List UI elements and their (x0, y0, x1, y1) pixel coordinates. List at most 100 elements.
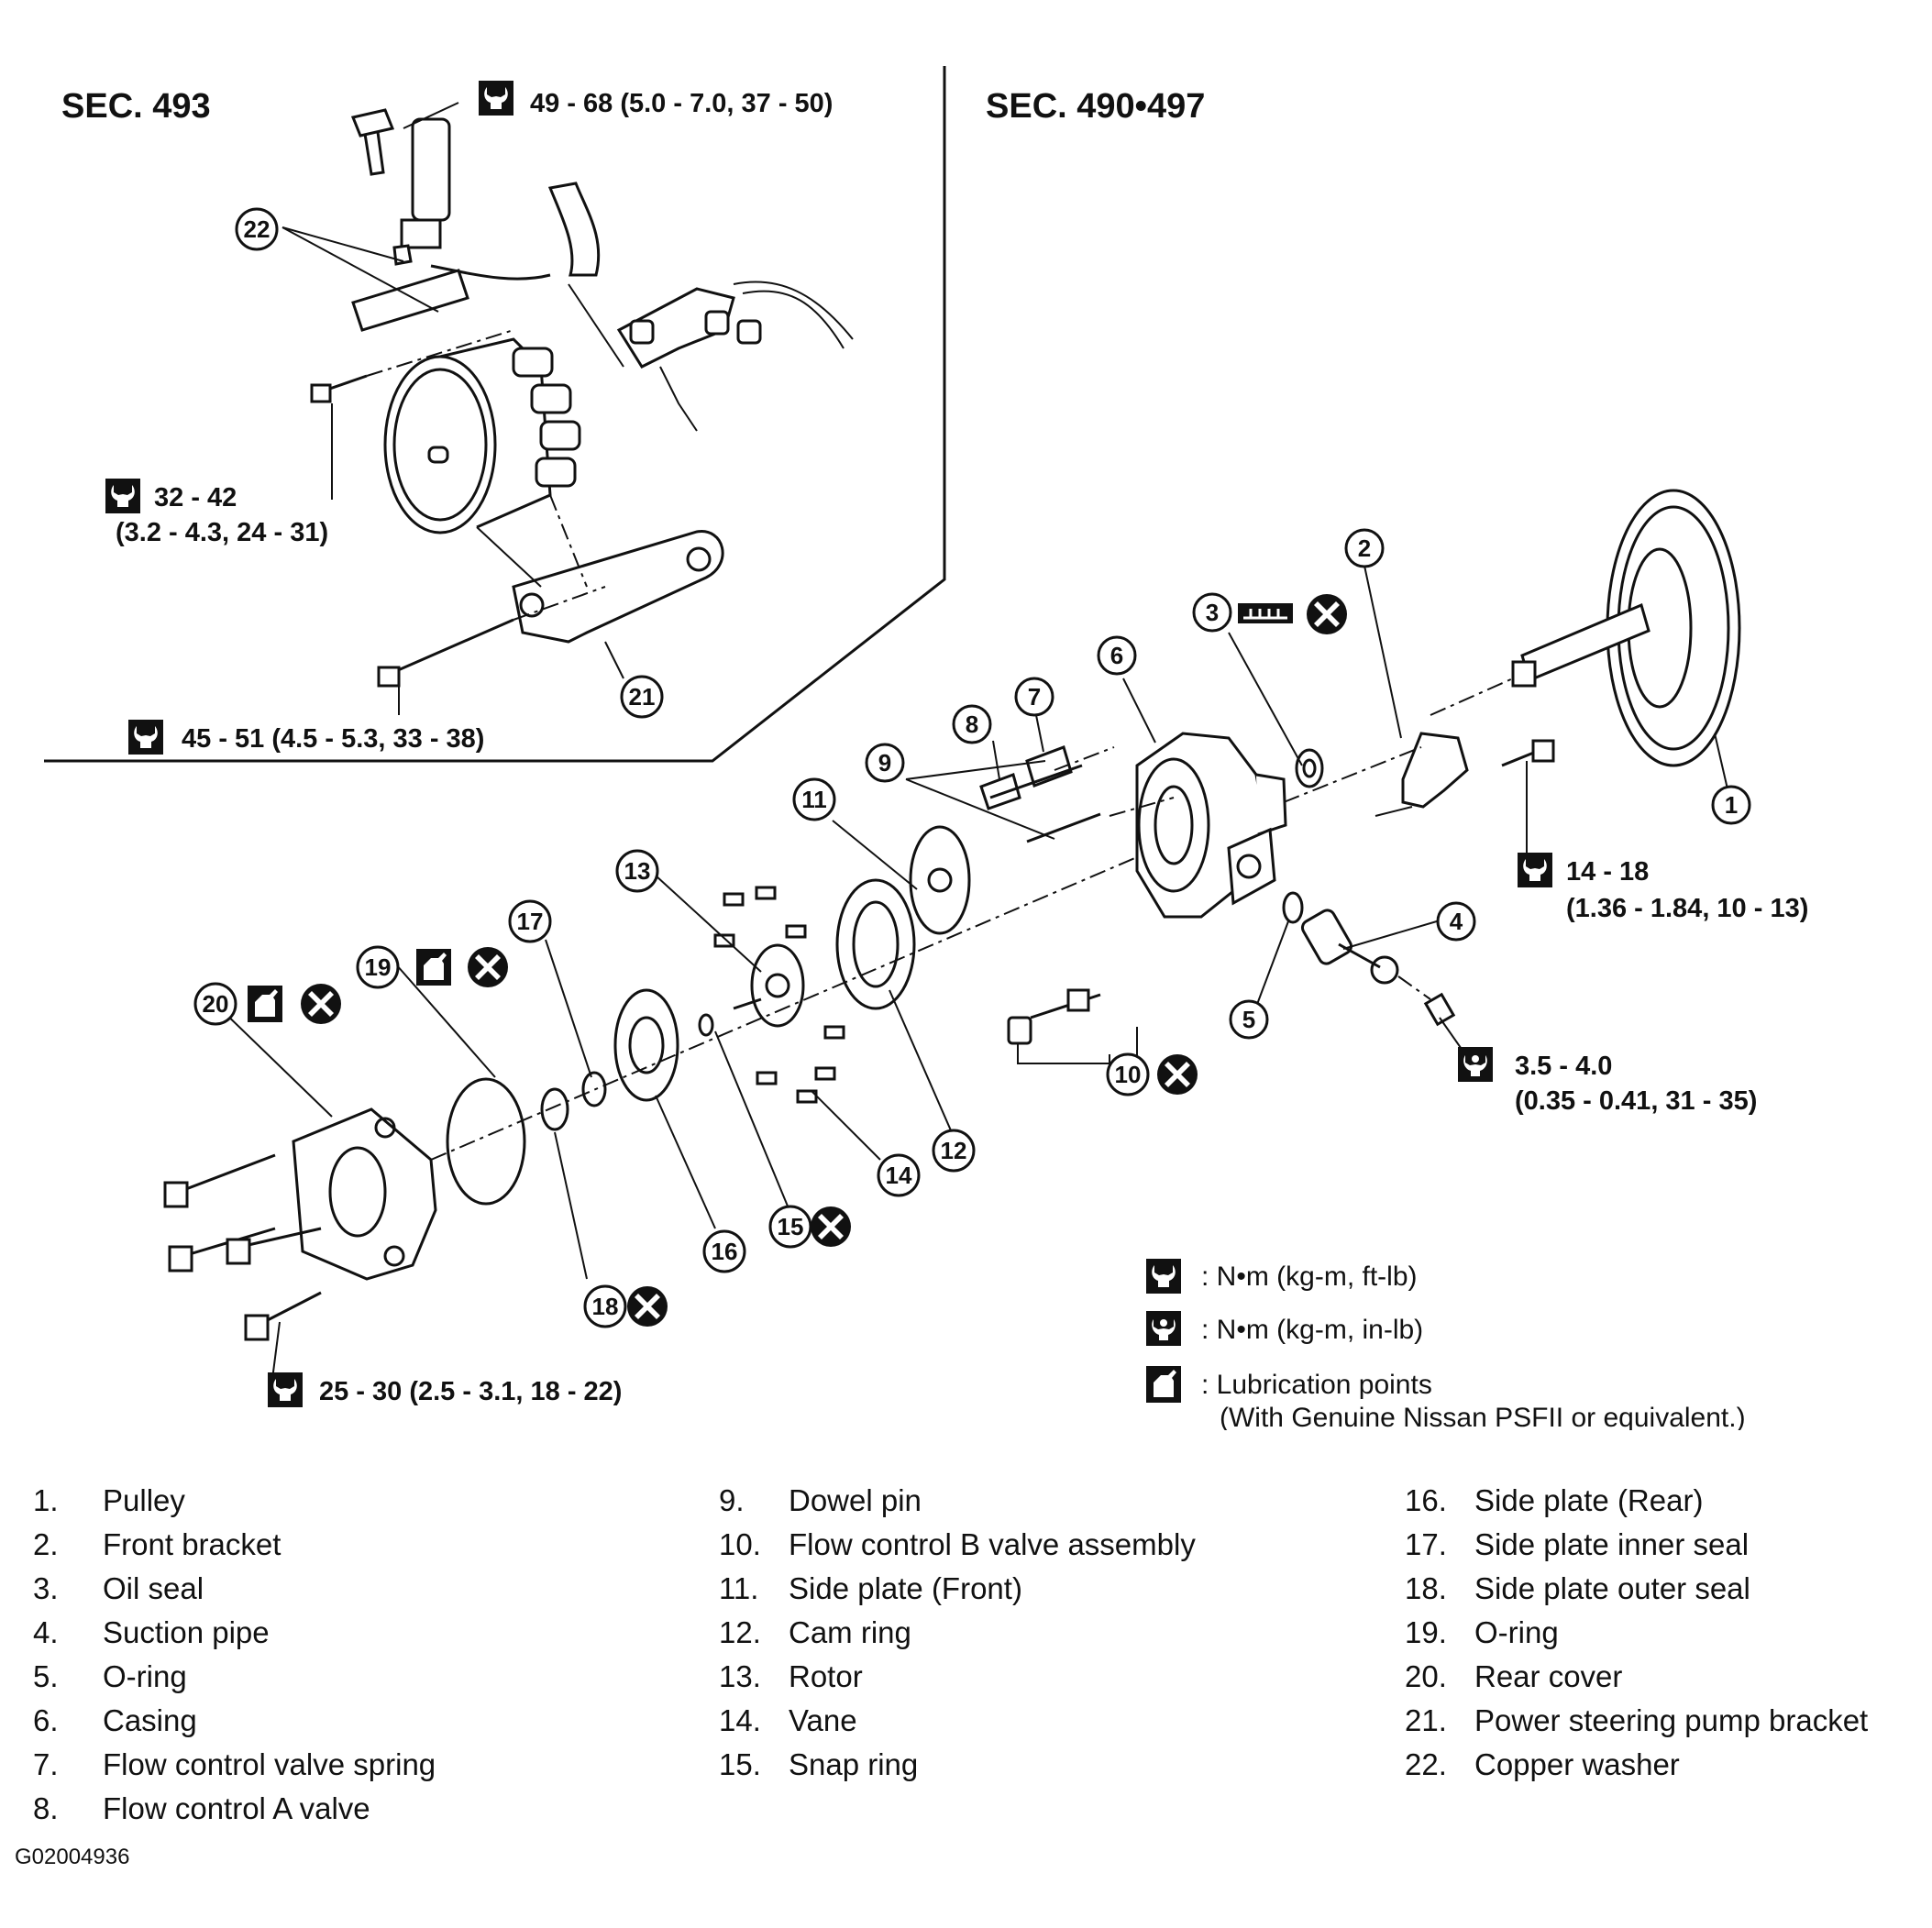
snap-ring (698, 1013, 714, 1037)
svg-text:21: 21 (629, 683, 656, 711)
legend: : N•m (kg-m, ft-lb) : N•m (kg-m, in-lb) … (1146, 1259, 1746, 1430)
wrench-icon (268, 1372, 303, 1407)
replace-icon (811, 1206, 851, 1247)
legend-torque-inlb: : N•m (kg-m, in-lb) (1201, 1315, 1423, 1345)
figure-code: G02004936 (15, 1845, 130, 1869)
section-title-left: SEC. 493 (61, 87, 211, 126)
list-item: 5.O-ring (33, 1659, 187, 1693)
list-item: 8.Flow control A valve (33, 1791, 370, 1825)
callout-4: 4 (1436, 901, 1476, 942)
callout-8: 8 (952, 704, 992, 744)
leader-lines (217, 565, 1732, 1394)
list-item: 16.Side plate (Rear) (1405, 1483, 1704, 1517)
svg-text:13: 13 (624, 857, 651, 885)
list-item: 14.Vane (719, 1703, 857, 1737)
svg-text:14: 14 (886, 1162, 912, 1189)
seal-grease-icon (1236, 601, 1295, 625)
wrench-icon (479, 81, 513, 116)
side-plate-inner-seal (581, 1071, 607, 1107)
exploded-view-diagram: SEC. 493 SEC. 490•497 (44, 66, 1808, 1430)
pump-mount-assembly (282, 102, 854, 715)
parts-column-1: 1.Pulley 2.Front bracket 3.Oil seal 4.Su… (33, 1483, 436, 1835)
suction-pipe (1282, 891, 1456, 1027)
callout-14: 14 (877, 1153, 921, 1197)
torque-spec-45: 45 - 51 (4.5 - 5.3, 33 - 38) (182, 724, 484, 754)
svg-text:22: 22 (244, 215, 270, 243)
torque-spec-3-5-line2: (0.35 - 0.41, 31 - 35) (1515, 1086, 1757, 1116)
svg-text:17: 17 (517, 908, 544, 935)
legend-lube-line1: : Lubrication points (1201, 1370, 1432, 1400)
torque-spec-32-line2: (3.2 - 4.3, 24 - 31) (116, 518, 328, 547)
list-item: 15.Snap ring (719, 1747, 919, 1781)
svg-text:3: 3 (1206, 599, 1219, 626)
callout-9: 9 (865, 743, 905, 783)
callout-2: 2 (1344, 528, 1385, 568)
o-ring-19 (446, 1077, 526, 1206)
callout-12: 12 (932, 1129, 976, 1173)
flow-control-valves (979, 745, 1175, 1064)
list-item: 1.Pulley (33, 1483, 185, 1517)
list-item: 6.Casing (33, 1703, 197, 1737)
callout-21: 21 (620, 675, 664, 719)
replace-icon (468, 947, 508, 987)
callout-11: 11 (792, 777, 836, 821)
side-plate-front (909, 825, 971, 935)
svg-text:11: 11 (801, 786, 827, 813)
torque-spec-3-5-line1: 3.5 - 4.0 (1515, 1052, 1612, 1081)
wrench-icon (1146, 1259, 1181, 1294)
torque-spec-25: 25 - 30 (2.5 - 3.1, 18 - 22) (319, 1377, 622, 1406)
svg-text:16: 16 (712, 1238, 738, 1265)
svg-text:5: 5 (1242, 1006, 1255, 1033)
svg-text:15: 15 (778, 1213, 804, 1240)
list-item: 3.Oil seal (33, 1571, 204, 1605)
cam-ring (835, 878, 916, 1010)
parts-list: 1.Pulley 2.Front bracket 3.Oil seal 4.Su… (33, 1483, 1922, 1832)
legend-lube-line2: (With Genuine Nissan PSFII or equivalent… (1220, 1403, 1746, 1430)
callout-20: 20 (193, 982, 237, 1026)
callout-10: 10 (1106, 1052, 1150, 1096)
callout-3: 3 (1192, 592, 1232, 633)
wrench-small-icon (1146, 1311, 1181, 1346)
lube-icon (1146, 1366, 1181, 1403)
callout-13: 13 (615, 849, 659, 893)
callout-7: 7 (1014, 677, 1054, 717)
callout-6: 6 (1097, 635, 1137, 676)
list-item: 21.Power steering pump bracket (1405, 1703, 1869, 1737)
wrench-icon (1518, 853, 1552, 887)
wrench-icon (105, 479, 140, 513)
list-item: 22.Copper washer (1405, 1747, 1680, 1781)
svg-text:4: 4 (1450, 908, 1463, 935)
list-item: 19.O-ring (1405, 1615, 1559, 1649)
svg-text:20: 20 (203, 990, 229, 1018)
torque-spec-14-line2: (1.36 - 1.84, 10 - 13) (1566, 894, 1808, 923)
list-item: 20.Rear cover (1405, 1659, 1623, 1693)
svg-text:19: 19 (365, 953, 392, 981)
callout-19: 19 (356, 945, 400, 989)
callout-1: 1 (1711, 785, 1751, 825)
list-item: 18.Side plate outer seal (1405, 1571, 1750, 1605)
replace-icon (1157, 1054, 1198, 1095)
list-item: 13.Rotor (719, 1659, 863, 1693)
replace-icon (301, 984, 341, 1024)
svg-text:2: 2 (1358, 534, 1371, 562)
list-item: 7.Flow control valve spring (33, 1747, 436, 1781)
list-item: 9.Dowel pin (719, 1483, 922, 1517)
list-item: 10.Flow control B valve assembly (719, 1527, 1196, 1561)
side-plate-outer-seal (540, 1087, 569, 1131)
replace-icon (627, 1286, 668, 1327)
section-divider (44, 66, 946, 763)
list-item: 2.Front bracket (33, 1527, 282, 1561)
assembly-axis (430, 856, 1138, 1161)
replace-icon (1307, 594, 1347, 634)
rear-cover (163, 1107, 437, 1341)
parts-column-2: 9.Dowel pin 10.Flow control B valve asse… (719, 1483, 1196, 1791)
torque-spec-14-line1: 14 - 18 (1566, 857, 1649, 887)
svg-text:9: 9 (878, 749, 891, 777)
pulley (1430, 489, 1741, 767)
oil-seal (1295, 748, 1324, 788)
svg-text:1: 1 (1725, 791, 1738, 819)
list-item: 17.Side plate inner seal (1405, 1527, 1750, 1561)
torque-spec-49: 49 - 68 (5.0 - 7.0, 37 - 50) (530, 89, 833, 118)
list-item: 4.Suction pipe (33, 1615, 270, 1649)
callout-5: 5 (1229, 999, 1269, 1040)
